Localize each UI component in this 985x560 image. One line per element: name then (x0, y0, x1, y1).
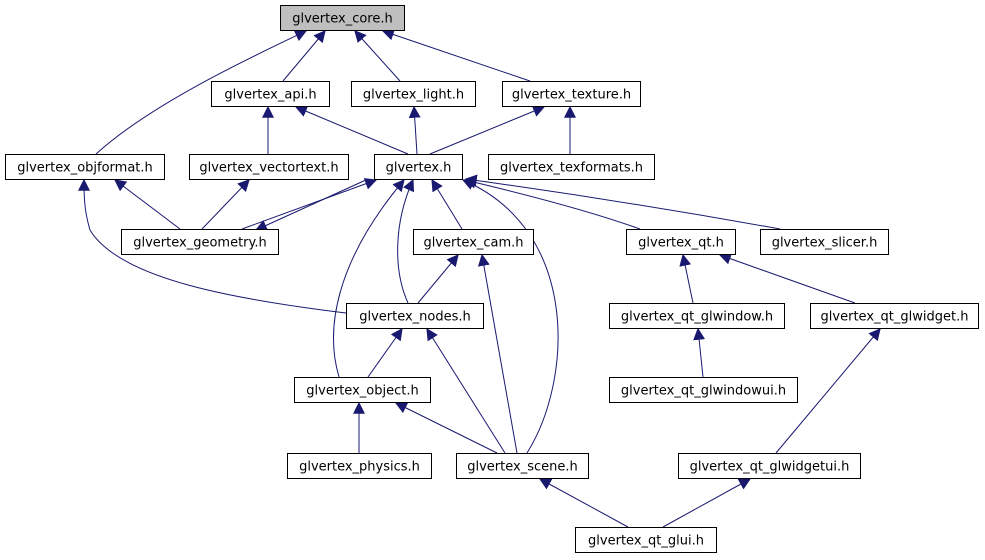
node-label: glvertex_qt_glwindow.h (621, 310, 773, 325)
edge-nodes-to-objformat (78, 178, 347, 314)
node-physics[interactable]: glvertex_physics.h (287, 453, 432, 479)
node-box (374, 154, 463, 180)
node-glvertex[interactable]: glvertex.h (374, 154, 463, 180)
edge-qt_glwindow-to-qt (679, 253, 694, 304)
node-box (456, 453, 589, 479)
edge-qt_glui-to-qt_glwidgetui (662, 478, 752, 528)
edge-scene-to-cam (477, 253, 518, 454)
node-label: glvertex_slicer.h (772, 236, 878, 251)
node-box (810, 303, 979, 329)
node-box (502, 81, 641, 107)
node-label: glvertex_api.h (224, 88, 316, 103)
node-qt-glwidgetui[interactable]: glvertex_qt_glwidgetui.h (678, 453, 861, 479)
node-vectortext[interactable]: glvertex_vectortext.h (189, 154, 349, 180)
edge-api-to-core (282, 30, 326, 82)
node-label: glvertex_physics.h (299, 460, 420, 475)
edge-qt_glui-to-scene (538, 478, 629, 528)
edge-glvertex-to-light (408, 105, 421, 155)
node-qt-glui[interactable]: glvertex_qt_glui.h (575, 527, 717, 553)
node-label: glvertex_cam.h (423, 236, 523, 251)
node-box (346, 303, 484, 329)
edge-nodes-to-glvertex (397, 178, 415, 304)
edge-texture-to-core (381, 28, 531, 82)
node-box (121, 229, 279, 255)
node-box (351, 81, 476, 107)
node-label: glvertex_qt_glwidgetui.h (690, 460, 850, 475)
edge-scene-to-nodes (426, 327, 506, 454)
edge-light-to-core (354, 30, 401, 82)
node-label: glvertex_nodes.h (359, 310, 471, 325)
node-label: glvertex_qt_glwidget.h (821, 310, 969, 325)
node-label: glvertex_light.h (363, 88, 464, 103)
edge-object-to-glvertex (333, 179, 405, 378)
node-object[interactable]: glvertex_object.h (294, 377, 431, 403)
node-box (609, 303, 785, 329)
edge-geometry-to-glvertex (241, 178, 378, 230)
edge-cam-to-glvertex (431, 178, 463, 230)
node-box (609, 377, 798, 403)
node-label: glvertex_scene.h (467, 460, 578, 475)
node-label: glvertex_qt_glui.h (588, 534, 704, 549)
edge-objformat-to-core (95, 30, 308, 155)
edge-qt_glwidgetui-to-qt_glwidget (775, 328, 881, 454)
edge-scene-to-glvertex (461, 178, 559, 454)
node-scene[interactable]: glvertex_scene.h (456, 453, 589, 479)
node-label: glvertex_objformat.h (17, 161, 153, 176)
node-qt-glwidget[interactable]: glvertex_qt_glwidget.h (810, 303, 979, 329)
node-objformat[interactable]: glvertex_objformat.h (5, 154, 165, 180)
node-box (294, 377, 431, 403)
edge-object-to-nodes (367, 328, 403, 378)
node-qt-glwindow[interactable]: glvertex_qt_glwindow.h (609, 303, 785, 329)
node-label: glvertex_texture.h (512, 88, 631, 103)
node-light[interactable]: glvertex_light.h (351, 81, 476, 107)
edge-qt_glwidget-to-qt (718, 252, 856, 304)
node-box (5, 154, 165, 180)
node-label: glvertex_object.h (306, 384, 418, 399)
node-box (575, 527, 717, 553)
node-label: glvertex.h (386, 161, 452, 176)
node-box (189, 154, 349, 180)
edge-nodes-to-cam (417, 254, 459, 304)
node-qt[interactable]: glvertex_qt.h (626, 229, 736, 255)
node-texture[interactable]: glvertex_texture.h (502, 81, 641, 107)
node-label: glvertex_core.h (292, 12, 393, 27)
edge-slicer-to-glvertex (464, 174, 781, 230)
edge-geometry-to-vectortext (201, 179, 250, 230)
edge-glvertex-to-api (294, 105, 409, 155)
node-label: glvertex_qt.h (638, 236, 724, 251)
node-box (626, 229, 736, 255)
node-nodes[interactable]: glvertex_nodes.h (346, 303, 484, 329)
node-slicer[interactable]: glvertex_slicer.h (760, 229, 889, 255)
edge-scene-to-object (394, 402, 498, 454)
node-cam[interactable]: glvertex_cam.h (413, 229, 534, 255)
node-texformats[interactable]: glvertex_texformats.h (488, 154, 655, 180)
node-label: glvertex_geometry.h (133, 236, 266, 251)
node-geometry[interactable]: glvertex_geometry.h (121, 229, 279, 255)
nodes-layer: glvertex_core.h glvertex_api.h glvertex_li… (5, 5, 979, 553)
edge-geometry-to-objformat (114, 179, 181, 230)
node-box (678, 453, 861, 479)
node-box (488, 154, 655, 180)
edge-qt-to-glvertex (463, 176, 641, 230)
node-label: glvertex_texformats.h (500, 161, 643, 176)
node-box (413, 229, 534, 255)
node-box (760, 229, 889, 255)
node-core[interactable]: glvertex_core.h (280, 5, 405, 31)
edge-glvertex-to-texture (429, 105, 546, 155)
node-box (280, 5, 405, 31)
node-qt-glwindowui[interactable]: glvertex_qt_glwindowui.h (609, 377, 798, 403)
node-label: glvertex_vectortext.h (199, 161, 338, 176)
node-box (287, 453, 432, 479)
edge-glvertex-to-geometry (254, 178, 369, 231)
node-box (211, 81, 330, 107)
node-label: glvertex_qt_glwindowui.h (621, 384, 786, 399)
edge-qt_glwindowui-to-qt_glwindow (693, 327, 706, 378)
edges-layer (78, 28, 881, 528)
node-api[interactable]: glvertex_api.h (211, 81, 330, 107)
